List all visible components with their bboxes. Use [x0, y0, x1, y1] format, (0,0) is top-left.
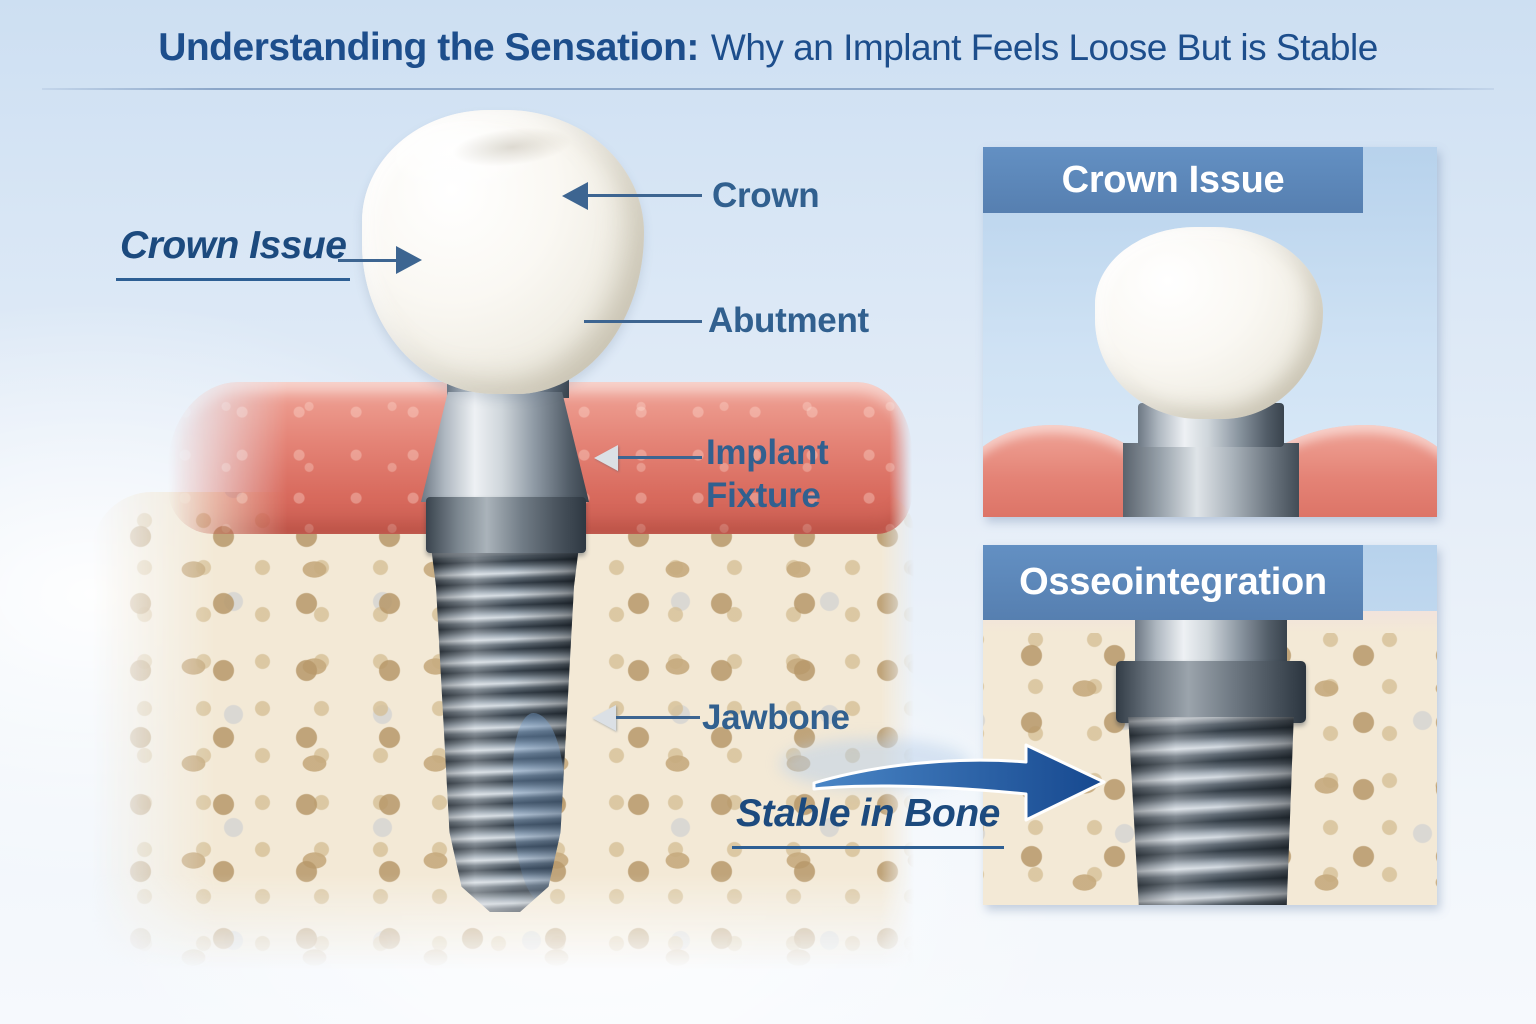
- jawbone-pointer-line: [616, 716, 700, 719]
- page-title-rest: Why an Implant Feels Loose But is Stable: [710, 27, 1378, 68]
- panel-implant-post: [1135, 619, 1287, 667]
- implant-screw-sheen: [431, 550, 579, 912]
- stable-in-bone-arrow-icon: [812, 743, 1106, 822]
- callout-stable-in-bone: Stable in Bone: [732, 792, 1004, 849]
- panel-crown-illustration: [1095, 227, 1323, 419]
- jawbone-illustration: [92, 492, 914, 970]
- callout-crown: Crown: [712, 176, 820, 215]
- crown-arrowhead-icon: [562, 182, 588, 210]
- panel-implant-collar: [1116, 661, 1306, 723]
- panel-osseointegration-header: Osseointegration: [983, 545, 1363, 620]
- callout-abutment: Abutment: [708, 301, 869, 340]
- callout-jawbone: Jawbone: [702, 698, 850, 737]
- jawbone-arrowhead-icon: [592, 705, 616, 731]
- callout-implant-fixture: Implant Fixture: [706, 433, 829, 515]
- implant-fixture-pointer-line: [618, 456, 702, 459]
- abutment-flare: [421, 392, 589, 502]
- panel-crown-issue: Crown Issue: [983, 147, 1437, 517]
- panel-crown-issue-header: Crown Issue: [983, 147, 1363, 213]
- panel-abutment-base: [1123, 443, 1299, 517]
- implant-fixture-arrowhead-icon: [594, 445, 618, 471]
- jawbone-fade-layer: [92, 492, 914, 970]
- abutment-pointer-line: [584, 320, 702, 323]
- callout-crown-issue: Crown Issue: [116, 224, 351, 281]
- panel-implant-screw-sheen: [1128, 717, 1294, 905]
- page-title-emphasis: Understanding the Sensation:: [158, 26, 699, 69]
- panel-crown-issue-title: Crown Issue: [1061, 158, 1285, 201]
- panel-osseointegration-title: Osseointegration: [1019, 561, 1327, 603]
- title-divider: [42, 88, 1494, 90]
- panel-implant-screw: [1128, 717, 1294, 905]
- implant-screw: [431, 550, 579, 912]
- crown-pointer-line: [588, 194, 702, 197]
- panel-osseointegration: Osseointegration: [983, 545, 1437, 905]
- page-title: Understanding the Sensation: Why an Impla…: [158, 26, 1378, 70]
- implant-fixture-collar: [426, 497, 586, 553]
- crown-issue-pointer-line: [338, 259, 398, 262]
- crown-issue-arrowhead-icon: [396, 246, 422, 274]
